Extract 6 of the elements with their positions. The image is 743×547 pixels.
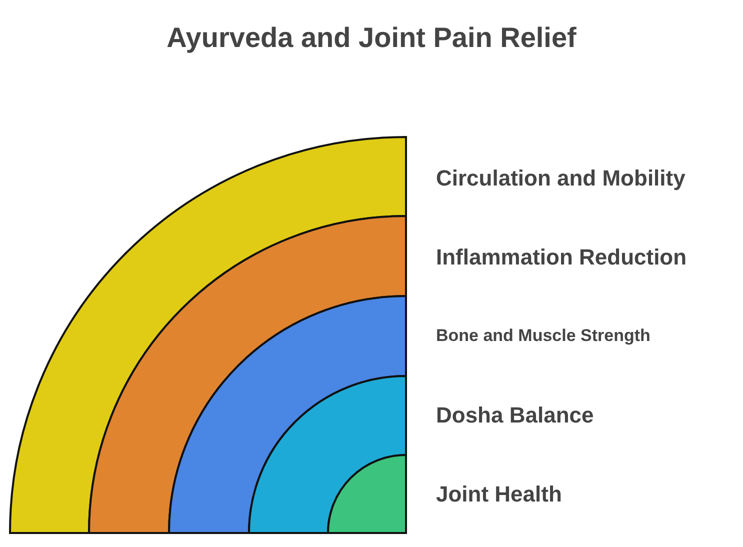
band-label: Bone and Muscle Strength <box>436 326 650 346</box>
band-label: Joint Health <box>436 481 562 507</box>
band-label: Circulation and Mobility <box>436 165 686 191</box>
band-label: Inflammation Reduction <box>436 244 687 270</box>
diagram-title: Ayurveda and Joint Pain Relief <box>166 22 578 54</box>
band-label: Dosha Balance <box>436 402 594 428</box>
